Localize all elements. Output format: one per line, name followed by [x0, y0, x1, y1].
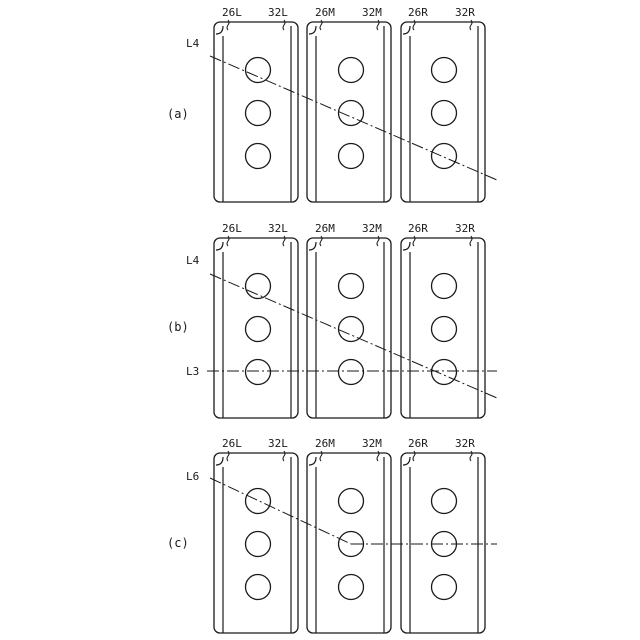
panel-2: (b) 26L 32L 26M 32M 26R 32R L4L3	[167, 222, 497, 418]
plate-outline	[214, 453, 298, 633]
plate-corner-notch	[403, 457, 410, 465]
plate-corner-notch	[309, 26, 316, 34]
hole-3	[432, 575, 457, 600]
component-label-26L: 26L	[222, 222, 242, 235]
plate-outline	[401, 238, 485, 418]
line-label-L6: L6	[186, 470, 199, 483]
hole-2	[246, 101, 271, 126]
hole-1	[432, 489, 457, 514]
hole-3	[432, 360, 457, 385]
component-label-32R: 32R	[455, 6, 475, 19]
hole-3	[246, 575, 271, 600]
component-label-32L: 32L	[268, 222, 288, 235]
hole-2	[432, 317, 457, 342]
plate-26L	[214, 22, 298, 202]
plate-26R	[401, 238, 485, 418]
plate-26M	[307, 22, 391, 202]
hole-1	[246, 274, 271, 299]
plate-26M	[307, 238, 391, 418]
panel-label: (a)	[167, 107, 189, 121]
hole-3	[246, 360, 271, 385]
line-label-L4: L4	[186, 254, 200, 267]
plate-outline	[307, 453, 391, 633]
hole-3	[246, 144, 271, 169]
hole-1	[246, 489, 271, 514]
hole-1	[339, 274, 364, 299]
hole-1	[432, 274, 457, 299]
hole-1	[432, 58, 457, 83]
plate-outline	[214, 22, 298, 202]
component-label-32M: 32M	[362, 437, 382, 450]
plate-outline	[401, 453, 485, 633]
panel-label: (c)	[167, 536, 189, 550]
plate-26L	[214, 453, 298, 633]
component-label-26R: 26R	[408, 437, 428, 450]
component-label-32M: 32M	[362, 222, 382, 235]
plate-corner-notch	[403, 26, 410, 34]
plate-outline	[401, 22, 485, 202]
plate-corner-notch	[216, 242, 223, 250]
component-label-26M: 26M	[315, 222, 335, 235]
plate-26L	[214, 238, 298, 418]
hole-3	[339, 360, 364, 385]
component-label-26R: 26R	[408, 222, 428, 235]
line-label-L4: L4	[186, 37, 200, 50]
hole-3	[339, 575, 364, 600]
hole-2	[339, 317, 364, 342]
reference-line	[210, 478, 351, 544]
hole-2	[246, 532, 271, 557]
component-label-32L: 32L	[268, 437, 288, 450]
reference-line	[210, 56, 497, 180]
component-label-32M: 32M	[362, 6, 382, 19]
component-label-26M: 26M	[315, 437, 335, 450]
plate-outline	[307, 238, 391, 418]
hole-2	[432, 101, 457, 126]
plate-corner-notch	[403, 242, 410, 250]
plate-corner-notch	[309, 242, 316, 250]
hole-1	[246, 58, 271, 83]
panel-1: (a) 26L 32L 26M 32M 26R 32R L4	[167, 6, 497, 202]
plate-26R	[401, 453, 485, 633]
plate-corner-notch	[216, 26, 223, 34]
plate-corner-notch	[309, 457, 316, 465]
hole-3	[339, 144, 364, 169]
component-label-32R: 32R	[455, 437, 475, 450]
component-label-26L: 26L	[222, 6, 242, 19]
component-label-32L: 32L	[268, 6, 288, 19]
plate-corner-notch	[216, 457, 223, 465]
plate-outline	[214, 238, 298, 418]
hole-3	[432, 144, 457, 169]
hole-1	[339, 489, 364, 514]
line-label-L3: L3	[186, 365, 199, 378]
plate-26M	[307, 453, 391, 633]
component-label-32R: 32R	[455, 222, 475, 235]
hole-1	[339, 58, 364, 83]
hole-2	[246, 317, 271, 342]
panel-label: (b)	[167, 320, 189, 334]
component-label-26L: 26L	[222, 437, 242, 450]
component-label-26M: 26M	[315, 6, 335, 19]
panels-root: (a) 26L 32L 26M 32M 26R 32R L4 (b) 26L 32L 26M 32M 26…	[167, 6, 497, 633]
plate-outline	[307, 22, 391, 202]
plate-26R	[401, 22, 485, 202]
component-label-26R: 26R	[408, 6, 428, 19]
panel-3: (c) 26L 32L 26M 32M 26R 32R L6	[167, 437, 497, 633]
